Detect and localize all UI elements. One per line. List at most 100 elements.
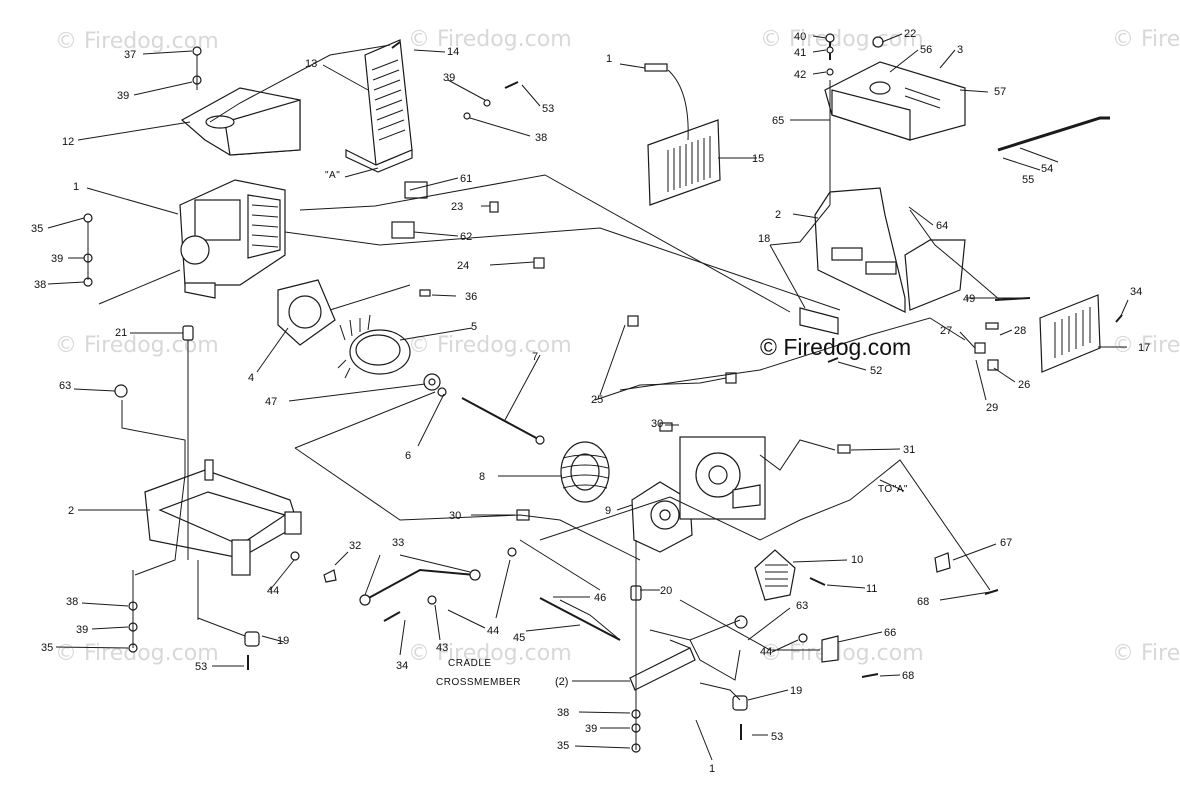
- part-label: 39: [51, 253, 63, 265]
- watermark: © Firedog.com: [1112, 27, 1180, 52]
- washer-part: [826, 46, 834, 54]
- clip-part: [323, 569, 337, 583]
- louver-shield-part: [345, 39, 413, 173]
- part-label: 2: [775, 209, 781, 221]
- part-label: 38: [557, 707, 569, 719]
- parts-layer: [83, 33, 1123, 753]
- part-label: 62: [460, 231, 472, 243]
- part-label: 45: [513, 632, 525, 644]
- housing-detail-part: [679, 436, 766, 520]
- part-label: 30: [449, 510, 461, 522]
- part-label: 35: [557, 740, 569, 752]
- part-label: 49: [963, 293, 975, 305]
- part-label: 64: [936, 220, 948, 232]
- bracket-part: [821, 635, 839, 663]
- rear-housing-part: [631, 481, 693, 553]
- part-label: 53: [195, 661, 207, 673]
- part-label: 13: [305, 58, 317, 70]
- fuel-line-part: [997, 116, 1110, 152]
- part-label: 31: [903, 444, 915, 456]
- part-label: 19: [790, 685, 802, 697]
- switch-part: [934, 552, 951, 573]
- watermark-layer: © Firedog.com © Firedog.com © Firedog.co…: [55, 27, 1180, 666]
- part-label: 47: [265, 396, 277, 408]
- washer-part: [826, 68, 834, 76]
- part-label: 1: [606, 53, 612, 65]
- part-label: 27: [940, 325, 952, 337]
- part-label: 11: [866, 583, 877, 595]
- callout-cradle: CRADLE: [448, 658, 492, 669]
- part-label: 5: [471, 321, 477, 333]
- rotor-part: [337, 314, 411, 379]
- part-label: 10: [851, 554, 863, 566]
- part-label: 23: [451, 201, 463, 213]
- watermark: © Firedog.com: [55, 641, 219, 666]
- clip-part: [533, 257, 545, 269]
- part-label: 32: [349, 540, 361, 552]
- part-label: 36: [465, 291, 477, 303]
- part-label: 39: [585, 723, 597, 735]
- part-label: 54: [1041, 163, 1053, 175]
- part-label: 57: [994, 86, 1006, 98]
- part-label: 41: [794, 47, 806, 59]
- part-label: 53: [771, 731, 783, 743]
- part-label: 12: [62, 136, 74, 148]
- part-label: 2: [68, 505, 74, 517]
- end-cover-part: [754, 549, 796, 601]
- part-label: 65: [772, 115, 784, 127]
- part-label: 42: [794, 69, 806, 81]
- long-bolt-part: [539, 597, 621, 641]
- part-label: 7: [532, 351, 538, 363]
- through-bolt-part: [461, 397, 541, 441]
- part-label: 39: [76, 624, 88, 636]
- part-label: 44: [267, 585, 279, 597]
- watermark: © Firedog.com: [408, 641, 572, 666]
- part-label: 63: [59, 380, 71, 392]
- part-label: 3: [957, 44, 963, 56]
- bolt-part: [825, 33, 835, 43]
- watermark: © Firedog.com: [408, 27, 572, 52]
- decal-part: [404, 181, 428, 199]
- part-label: 22: [904, 28, 916, 40]
- part-label: 21: [115, 327, 127, 339]
- stator-part: [560, 441, 610, 503]
- part-label: 38: [535, 132, 547, 144]
- watermark: © Firedog.com: [760, 27, 924, 52]
- clip-part: [627, 315, 639, 327]
- part-label: 37: [124, 49, 136, 61]
- clip-part: [419, 289, 431, 297]
- part-label: 68: [902, 670, 914, 682]
- part-label: 66: [884, 627, 896, 639]
- callout-a: "A": [325, 170, 340, 181]
- part-label: 39: [117, 90, 129, 102]
- part-label: 18: [758, 233, 770, 245]
- decal-part: [391, 221, 415, 239]
- part-label: 30: [651, 418, 663, 430]
- clip-part: [489, 201, 499, 213]
- part-label: 46: [594, 592, 606, 604]
- engine-part: [179, 179, 286, 299]
- part-label: 15: [752, 153, 764, 165]
- part-label: 29: [986, 402, 998, 414]
- part-label: 6: [405, 450, 411, 462]
- part-label: 44: [487, 625, 499, 637]
- part-label: 44: [760, 646, 772, 658]
- watermark: © Firedog.com: [760, 641, 924, 666]
- part-label: 19: [277, 635, 289, 647]
- part-label: 35: [31, 223, 43, 235]
- part-label: 35: [41, 642, 53, 654]
- fuel-tank-part: [824, 61, 966, 141]
- callout-to-a: TO"A": [878, 484, 908, 495]
- part-label: 26: [1018, 379, 1030, 391]
- watermark: © Firedog.com: [408, 333, 572, 358]
- clip-part: [837, 444, 851, 454]
- part-label: 43: [436, 642, 448, 654]
- part-label: 53: [542, 103, 554, 115]
- part-label: 56: [920, 44, 932, 56]
- washer-part: [437, 387, 447, 397]
- part-label: 14: [447, 46, 459, 58]
- control-panel-part: [644, 63, 721, 206]
- callout-labels: "A" TO"A" CRADLE CROSSMEMBER: [325, 170, 908, 688]
- part-label: 34: [396, 660, 408, 672]
- callout-crossmember: CROSSMEMBER: [436, 677, 521, 688]
